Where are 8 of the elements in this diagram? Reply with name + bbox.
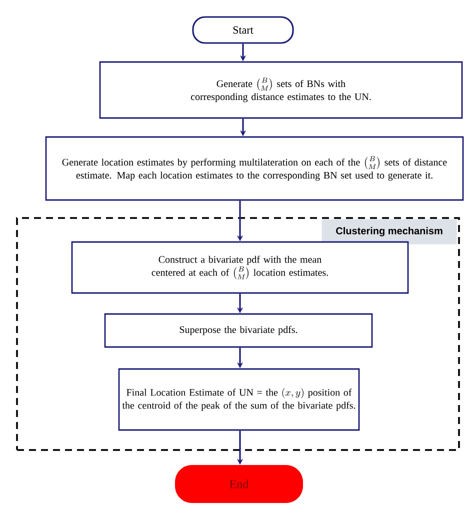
process-box: Construct a bivariate pdf with the mean centered at each of $\binom{B}{M}$ location estimates. (71, 241, 409, 294)
process-box: Final Location Estimate of UN = the $(x,y)$ position of the centroid of the peak of the sum of the bivariate pdfs. (118, 368, 360, 431)
process-box: Generate $\binom{B}{M}$ sets of BNs with corresponding distance estimates to the UN. (99, 61, 463, 119)
process-box: Generate location estimates by performing multilateration on each of the $\binom{B}{M}$ sets of distance estimate. Map each location estimates to the corresponding BN set used to generate it. (45, 136, 464, 201)
end-terminal: End (175, 465, 303, 503)
process-box: Superpose the bivariate pdfs. (104, 313, 373, 348)
start-terminal: Start (192, 16, 294, 44)
group-heading: Clustering mechanism (322, 219, 457, 244)
